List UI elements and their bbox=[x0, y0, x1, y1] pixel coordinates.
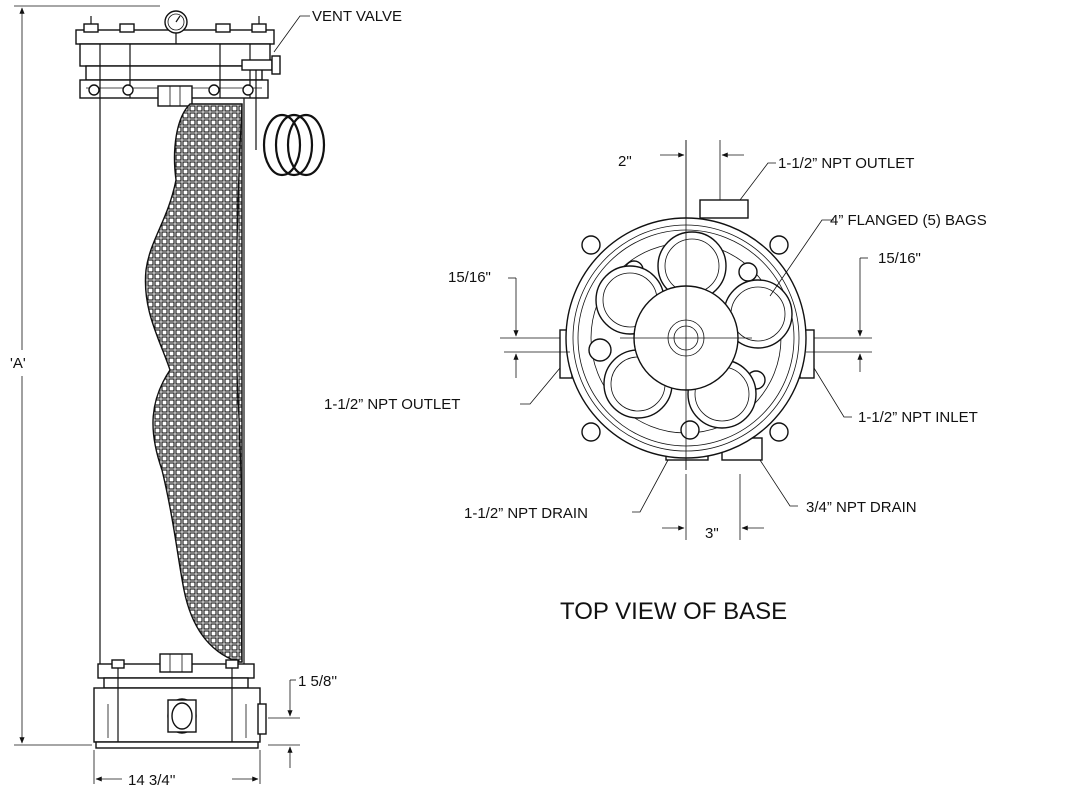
flanged-bags-callout: 4” FLANGED (5) BAGS bbox=[769, 212, 987, 297]
dimension-base-height-label: 1 5/8'' bbox=[298, 673, 337, 690]
outlet-top-label: 1-1/2” NPT OUTLET bbox=[778, 155, 914, 172]
dimension-15-16-left: 15/16" bbox=[448, 269, 570, 378]
vent-valve-label: VENT VALVE bbox=[312, 8, 402, 25]
outlet-left-callout: 1-1/2” NPT OUTLET bbox=[324, 367, 561, 413]
inlet-right-callout: 1-1/2” NPT INLET bbox=[813, 367, 978, 426]
top-view-of-base: 2" 1-1/2” NPT OUTLET 4” FLANGED (5) BAGS… bbox=[324, 140, 987, 625]
outlet-top-callout: 1-1/2” NPT OUTLET bbox=[739, 155, 914, 201]
vent-valve-callout: VENT VALVE bbox=[273, 8, 402, 53]
dimension-15-16-left-label: 15/16" bbox=[448, 269, 491, 286]
view-title: TOP VIEW OF BASE bbox=[560, 598, 787, 625]
mesh-basket-cutaway bbox=[144, 103, 243, 663]
flanged-bags-label: 4” FLANGED (5) BAGS bbox=[830, 212, 987, 229]
dimension-3in-label: 3" bbox=[705, 525, 719, 542]
dimension-15-16-right: 15/16" bbox=[806, 250, 921, 372]
drain-left-callout: 1-1/2” NPT DRAIN bbox=[464, 459, 669, 522]
pressure-gauge-icon bbox=[164, 10, 188, 44]
dimension-width-label: 14 3/4'' bbox=[128, 772, 176, 788]
dimension-base-height: 1 5/8'' bbox=[268, 673, 337, 768]
dimension-15-16-right-label: 15/16" bbox=[878, 250, 921, 267]
drain-right-callout: 3/4” NPT DRAIN bbox=[759, 459, 917, 516]
vessel-body bbox=[99, 98, 245, 666]
inlet-right-label: 1-1/2” NPT INLET bbox=[858, 409, 978, 426]
side-elevation-view: 'A' 14 3/4'' 1 5/8'' VENT VALVE bbox=[10, 5, 402, 788]
lid-assembly bbox=[75, 16, 275, 107]
drain-right-label: 3/4” NPT DRAIN bbox=[806, 499, 917, 516]
outlet-left-label: 1-1/2” NPT OUTLET bbox=[324, 396, 460, 413]
coiled-tube-icon bbox=[255, 98, 326, 177]
dimension-a: 'A' bbox=[10, 5, 160, 746]
vent-valve-icon bbox=[241, 55, 281, 98]
dimension-width: 14 3/4'' bbox=[93, 750, 261, 788]
base-assembly bbox=[93, 653, 267, 749]
dimension-2in: 2" bbox=[618, 140, 744, 200]
dimension-3in: 3" bbox=[662, 474, 764, 542]
drain-left-label: 1-1/2” NPT DRAIN bbox=[464, 505, 588, 522]
dimension-2in-label: 2" bbox=[618, 153, 632, 170]
dimension-a-label: 'A' bbox=[10, 355, 26, 372]
